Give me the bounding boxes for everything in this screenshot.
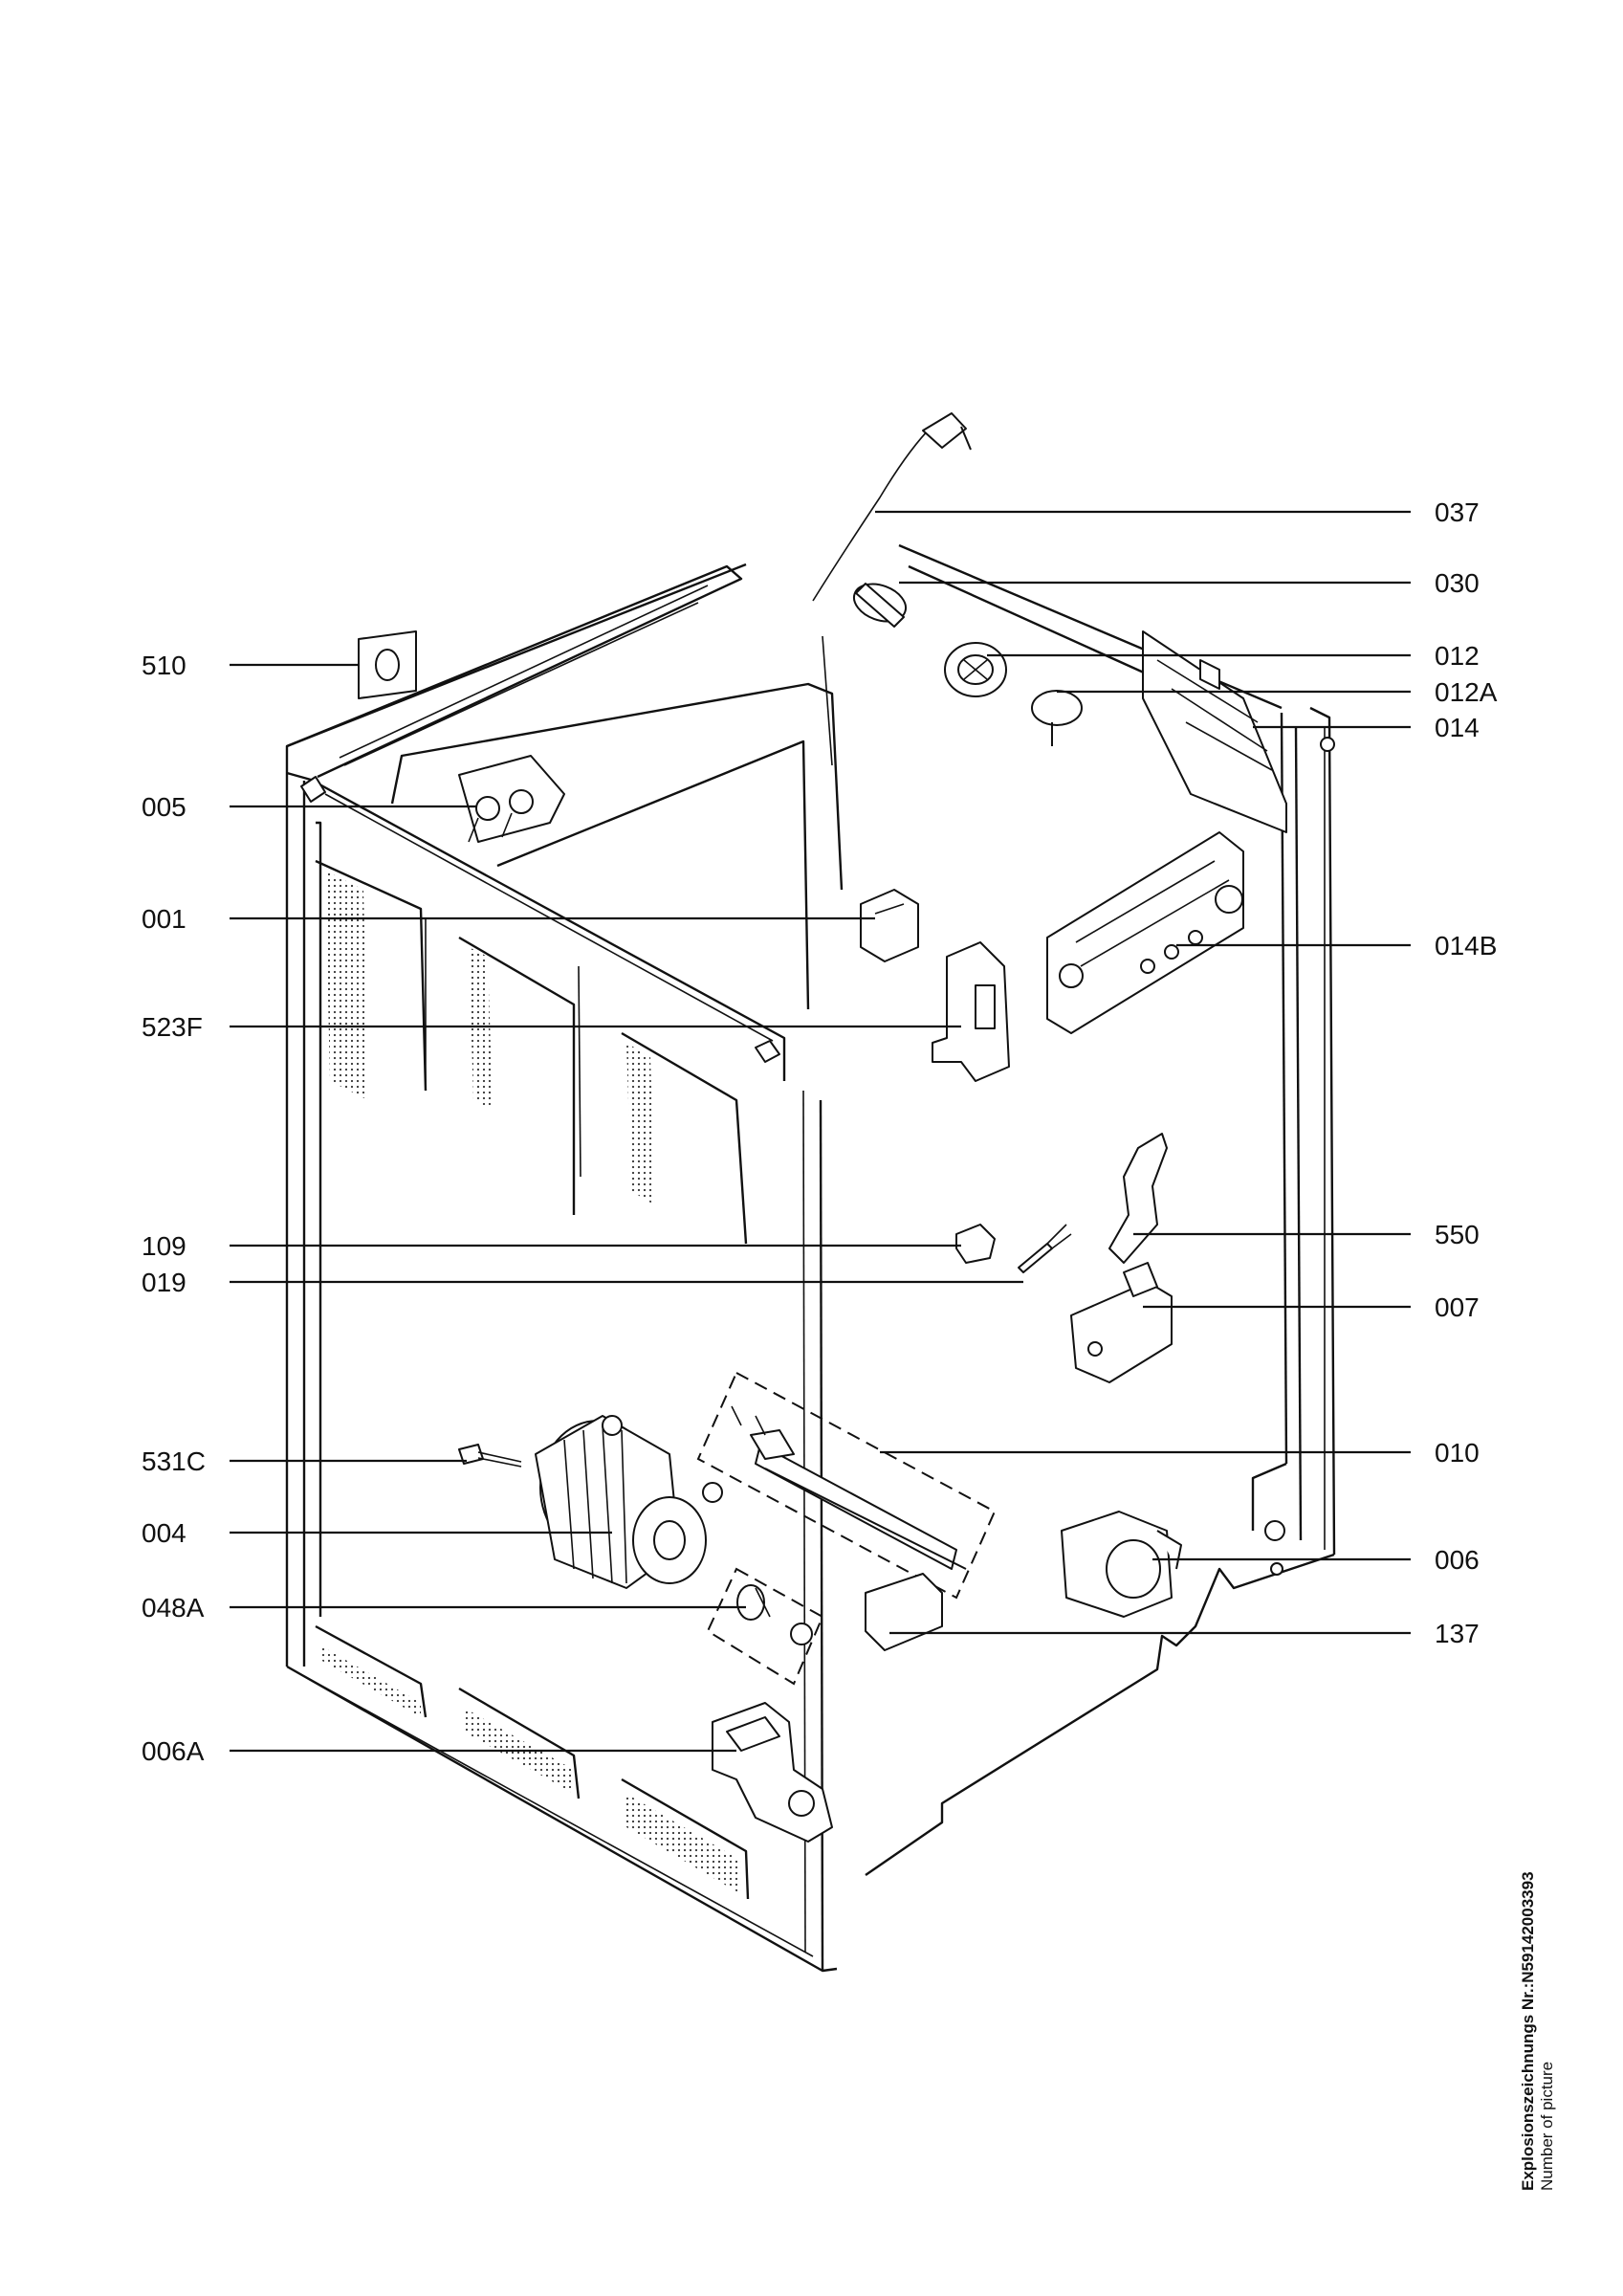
callout-014: 014	[1435, 713, 1480, 742]
part-531c-screw	[458, 1444, 522, 1468]
part-005-valve-bracket	[458, 755, 565, 843]
part-048a-brush-kit	[706, 1567, 824, 1686]
part-019-sensor	[1018, 1224, 1072, 1273]
part-510-cover	[358, 630, 417, 699]
callout-523f: 523F	[142, 1012, 203, 1042]
part-006a-inlet-valve	[712, 1702, 833, 1843]
callout-006: 006	[1435, 1545, 1480, 1575]
callout-labels-right: 037 030 012 012A 014 014B 550 007 010 00…	[1435, 497, 1498, 1648]
callout-007: 007	[1435, 1292, 1480, 1322]
part-109-cap	[955, 1224, 996, 1264]
callout-030: 030	[1435, 568, 1480, 598]
part-014-module	[1142, 630, 1287, 833]
callout-510: 510	[142, 651, 186, 680]
part-010-heater	[696, 1371, 997, 1600]
part-007-door-lock	[1070, 1262, 1173, 1383]
callout-012a: 012A	[1435, 677, 1498, 707]
part-012a-pressure-switch	[1031, 690, 1083, 746]
callout-012: 012	[1435, 641, 1480, 671]
callout-004: 004	[142, 1518, 186, 1548]
callout-037: 037	[1435, 497, 1480, 527]
callout-048a: 048A	[142, 1593, 205, 1623]
callout-010: 010	[1435, 1438, 1480, 1468]
cabinet-frame	[285, 543, 1336, 1973]
callout-001: 001	[142, 904, 186, 934]
leader-lines-right	[875, 510, 1411, 1635]
callout-109: 109	[142, 1231, 186, 1261]
part-001-filter	[860, 889, 919, 962]
part-030-capacitor	[852, 583, 908, 628]
part-523f-bracket	[932, 941, 1010, 1082]
callout-014b: 014B	[1435, 931, 1497, 960]
callout-137: 137	[1435, 1619, 1480, 1648]
picture-number-line1: Explosionszeichnungs Nr.:N59142003393	[1519, 1871, 1537, 2191]
part-006-drain-pump	[1061, 1511, 1182, 1618]
callout-006a: 006A	[142, 1736, 205, 1766]
part-014b-control-panel	[1046, 831, 1244, 1034]
part-137-relay	[865, 1573, 943, 1651]
picture-number-caption: Explosionszeichnungs Nr.:N59142003393 Nu…	[1519, 1871, 1557, 2191]
callout-005: 005	[142, 792, 186, 822]
callout-019: 019	[142, 1268, 186, 1297]
part-550-lever	[1108, 1133, 1168, 1264]
callout-labels-left: 510 005 001 523F 109 019 531C 004 048A 0…	[142, 651, 206, 1766]
leader-lines-left	[230, 663, 1023, 1753]
callout-550: 550	[1435, 1220, 1480, 1249]
part-037-power-cord	[812, 412, 972, 602]
picture-number-line2: Number of picture	[1538, 2061, 1556, 2191]
part-012-selector	[944, 642, 1007, 697]
callout-531c: 531C	[142, 1446, 206, 1476]
part-004-motor	[535, 1415, 723, 1589]
